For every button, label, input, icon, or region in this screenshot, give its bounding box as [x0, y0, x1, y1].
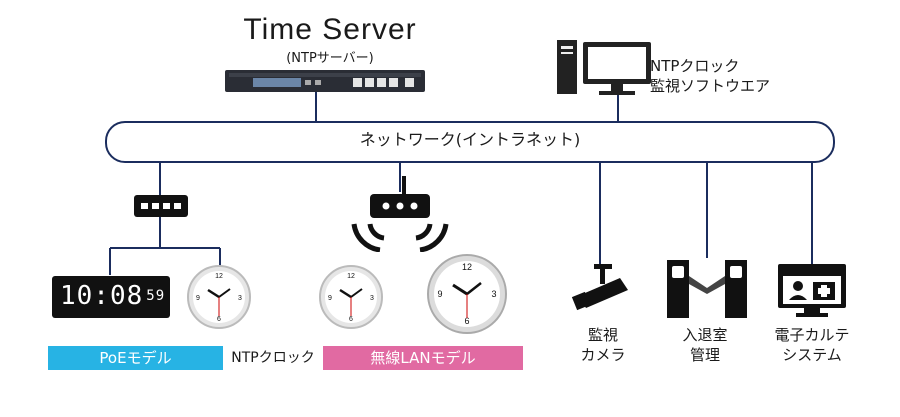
camera-label-line2: カメラ [580, 346, 626, 364]
gate-label-line1: 入退室 [682, 326, 728, 344]
wireless-router-icon [351, 176, 449, 252]
svg-text:3: 3 [238, 295, 242, 302]
monitor-label-line1: NTPクロック [650, 57, 740, 75]
network-label: ネットワーク(イントラネット) [359, 130, 581, 149]
camera-label: 監視 カメラ [568, 325, 638, 365]
svg-text:3: 3 [491, 289, 496, 299]
svg-text:12: 12 [215, 273, 223, 280]
ehr-label-line1: 電子カルテ [774, 326, 850, 344]
svg-text:9: 9 [437, 289, 442, 299]
ntp-clock-label: NTPクロック [231, 350, 315, 366]
ehr-label-line2: システム [782, 346, 842, 364]
svg-text:9: 9 [328, 295, 332, 302]
monitor-label-line2: 監視ソフトウエア [650, 77, 771, 95]
led-clock-time: 10:08 [60, 281, 144, 311]
poe-model-banner: PoEモデル [48, 346, 223, 370]
wireless-model-banner: 無線LANモデル [323, 346, 523, 370]
analog-clock-wireless-large-icon: 12 6 9 3 [427, 254, 507, 334]
wifi-waves-icon [351, 223, 449, 252]
svg-text:3: 3 [370, 295, 374, 302]
poe-hub-icon [134, 195, 188, 217]
gate-label: 入退室 管理 [670, 325, 740, 365]
led-clock [52, 276, 170, 318]
svg-text:12: 12 [347, 273, 355, 280]
server-title: Time Server [243, 13, 417, 46]
svg-text:6: 6 [464, 316, 469, 326]
svg-text:12: 12 [462, 262, 472, 272]
ehr-screen-icon [778, 264, 846, 317]
server-subtitle: (NTPサーバー) [286, 51, 374, 66]
network-bar [105, 121, 835, 163]
monitor-label: NTPクロック 監視ソフトウエア [650, 56, 770, 96]
svg-text:6: 6 [349, 316, 353, 323]
time-server-icon [225, 70, 425, 92]
analog-clock-poe-icon: 12 6 9 3 [187, 265, 251, 329]
camera-label-line1: 監視 [587, 326, 618, 344]
svg-text:9: 9 [196, 295, 200, 302]
entry-gate-icon [667, 260, 747, 318]
ehr-label: 電子カルテ システム [762, 325, 862, 365]
svg-text:6: 6 [217, 316, 221, 323]
gate-label-line2: 管理 [689, 346, 720, 364]
pc-monitor-icon [557, 40, 651, 95]
analog-clock-wireless-small-icon: 12 6 9 3 [319, 265, 383, 329]
led-clock-seconds: 59 [146, 288, 166, 304]
security-camera-icon [571, 264, 628, 311]
